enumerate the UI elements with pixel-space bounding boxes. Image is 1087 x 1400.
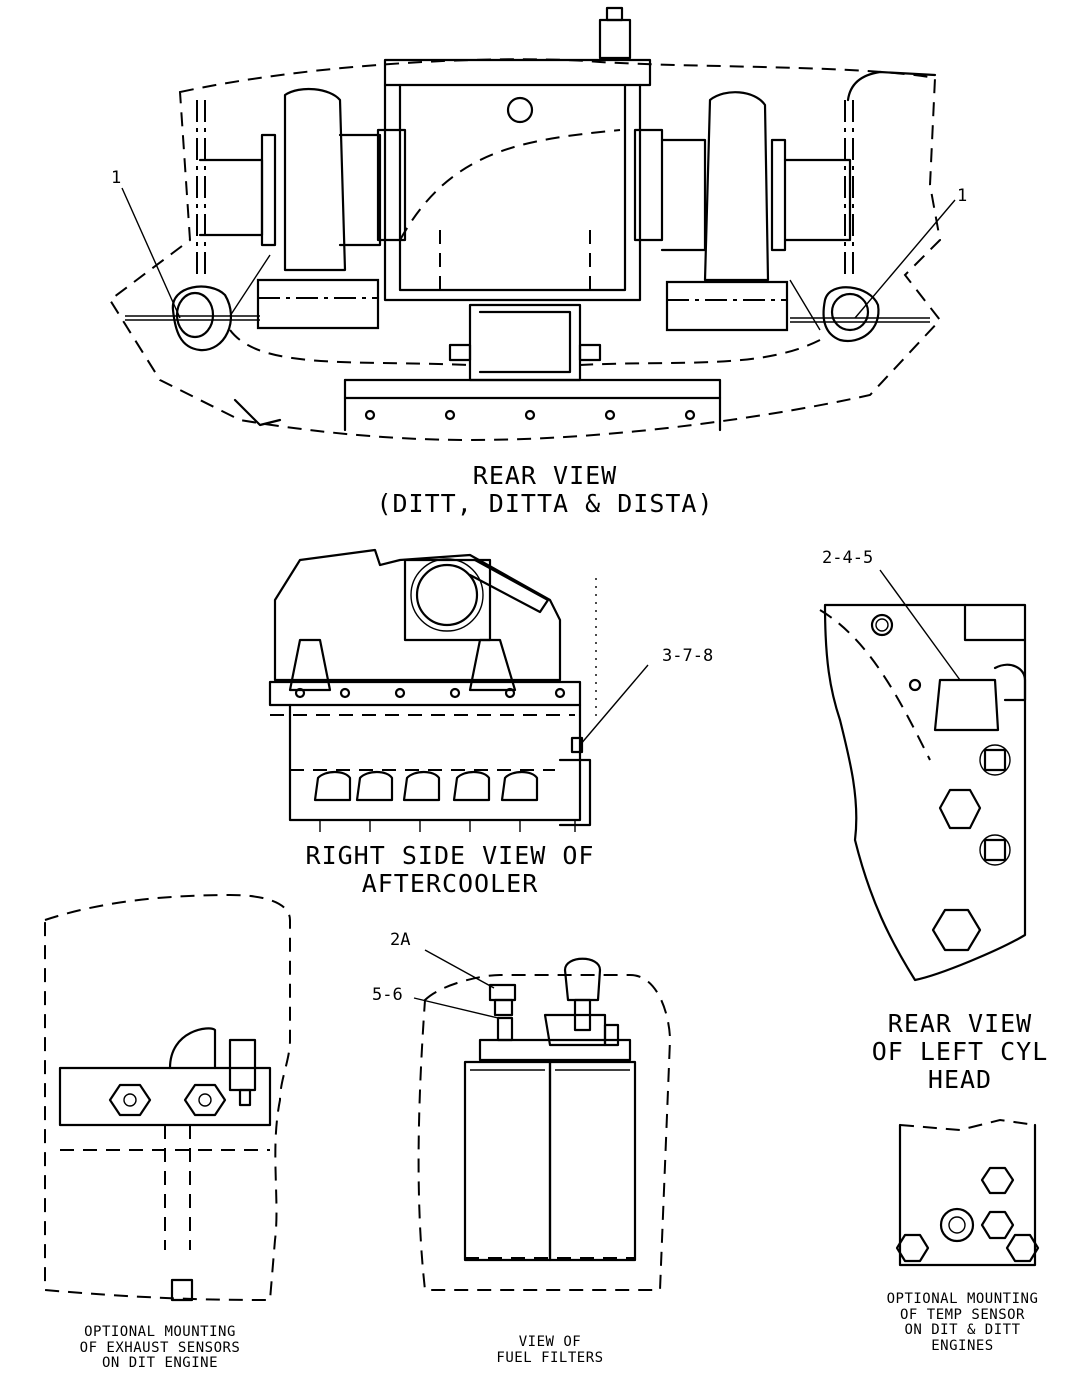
exhaust-sensor-drawing <box>44 893 291 1302</box>
rear-view-title: REAR VIEW <box>472 461 618 490</box>
cyl-head-line1: REAR VIEW <box>887 1009 1033 1038</box>
fuel-filter-line1: VIEW OF <box>518 1334 582 1350</box>
cyl-head-line2: OF LEFT CYL <box>871 1037 1049 1066</box>
temp-sensor-line4: ENGINES <box>931 1338 994 1355</box>
fuel-filter-line2: FUEL FILTERS <box>496 1349 604 1366</box>
callout-fuel-filter-bottom: 5-6 <box>372 985 403 1005</box>
temp-sensor-line1: OPTIONAL MOUNTING <box>886 1291 1039 1307</box>
cyl-head-label: REAR VIEW OF LEFT CYL HEAD <box>855 1010 1065 1094</box>
rear-view-subtitle: (DITT, DITTA & DISTA) <box>376 489 714 518</box>
exhaust-sensor-line3: ON DIT ENGINE <box>101 1355 219 1372</box>
temp-sensor-line3: ON DIT & DITT <box>904 1322 1021 1339</box>
temp-sensor-line2: OF TEMP SENSOR <box>899 1306 1025 1323</box>
fuel-filter-drawing <box>413 949 672 1291</box>
aftercooler-drawing <box>268 548 649 832</box>
callout-cyl-head: 2-4-5 <box>822 548 874 568</box>
rear-view-drawing <box>108 6 956 442</box>
temp-sensor-drawing <box>895 1118 1040 1267</box>
fuel-filter-label: VIEW OF FUEL FILTERS <box>460 1334 640 1366</box>
exhaust-sensor-line1: OPTIONAL MOUNTING <box>84 1324 236 1340</box>
callout-rear-right: 1 <box>957 186 968 206</box>
callout-rear-left: 1 <box>111 168 122 188</box>
exhaust-sensor-line2: OF EXHAUST SENSORS <box>79 1339 241 1356</box>
temp-sensor-label: OPTIONAL MOUNTING OF TEMP SENSOR ON DIT … <box>860 1291 1065 1355</box>
exhaust-sensor-label: OPTIONAL MOUNTING OF EXHAUST SENSORS ON … <box>40 1324 280 1372</box>
cyl-head-drawing <box>819 569 1027 982</box>
rear-view-label: REAR VIEW (DITT, DITTA & DISTA) <box>310 462 780 518</box>
aftercooler-line2: AFTERCOOLER <box>361 869 539 898</box>
cyl-head-line3: HEAD <box>927 1065 993 1094</box>
callout-aftercooler: 3-7-8 <box>662 646 714 666</box>
aftercooler-line1: RIGHT SIDE VIEW OF <box>305 841 595 870</box>
aftercooler-label: RIGHT SIDE VIEW OF AFTERCOOLER <box>270 842 630 898</box>
callout-fuel-filter-top: 2A <box>390 930 411 950</box>
